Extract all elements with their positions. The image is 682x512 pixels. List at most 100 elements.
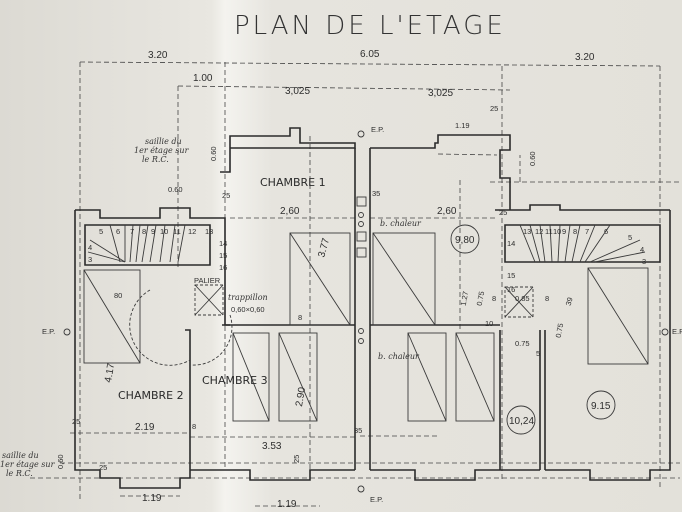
stair-numbers-left: 5 6 7 8 9 10 11 12 13 14 4 3 15 16 xyxy=(88,227,227,272)
dimension-label: 3,025 xyxy=(428,88,453,99)
dimension-lines xyxy=(30,61,682,507)
room-label-chambre-2: CHAMBRE 2 xyxy=(118,389,184,402)
stair-number: 11 xyxy=(545,227,553,236)
dimension-label: 1.19 xyxy=(142,493,162,504)
dimension-label: 5 xyxy=(536,349,540,358)
b-chaleur-label: b. chaleur xyxy=(380,219,422,228)
stair-number: 7 xyxy=(130,227,134,236)
ep-label: E.P. xyxy=(42,327,55,336)
saillie-note: saillie du xyxy=(145,137,182,146)
stair-number: 4 xyxy=(640,245,644,254)
stair-number: 11 xyxy=(173,227,181,236)
dimension-label: 8 xyxy=(298,313,302,322)
stair-number: 5 xyxy=(628,233,632,242)
stair-number: 16 xyxy=(219,263,227,272)
beds xyxy=(83,232,649,422)
stair-number: 5 xyxy=(99,227,103,236)
dimension-label: 8 xyxy=(192,422,196,431)
stair-treads xyxy=(87,224,646,263)
dimension-label: 0.75 xyxy=(554,323,565,339)
stair-number: 7 xyxy=(585,227,589,236)
saillie-note: le R.C. xyxy=(6,469,33,478)
stair-number: 13 xyxy=(205,227,213,236)
area-label: 9.15 xyxy=(591,401,611,412)
dimension-label: 0.75 xyxy=(515,339,530,348)
stair-numbers-right: 14 13 12 11 10 9 8 7 6 5 4 3 15 16 xyxy=(507,227,646,294)
saillie-note: 1er étage sur xyxy=(134,146,190,155)
stair-number: 14 xyxy=(507,239,515,248)
stair-number: 6 xyxy=(116,227,120,236)
stair-number: 3 xyxy=(88,255,92,264)
dimension-label: 3.20 xyxy=(148,50,168,61)
dimension-label: 2.19 xyxy=(135,422,155,433)
b-chaleur-label: b. chaleur xyxy=(378,352,420,361)
ep-label: E.P. xyxy=(371,125,384,134)
dimension-label: 2.90 xyxy=(294,386,308,408)
dimension-label: 39 xyxy=(564,296,575,306)
stair-number: 10 xyxy=(553,227,561,236)
saillie-note: saillie du xyxy=(2,451,39,460)
room-label-chambre-3: CHAMBRE 3 xyxy=(202,374,268,387)
dimension-label: 6.05 xyxy=(360,49,380,60)
dimension-label: 8 xyxy=(492,294,496,303)
trappillon-label: trappillon xyxy=(228,293,268,302)
stair-number: 12 xyxy=(535,227,543,236)
area-label: 9,80 xyxy=(455,235,475,246)
dimension-label: 1.19 xyxy=(455,121,470,130)
dimension-label: 1.27 xyxy=(459,291,470,307)
dimension-label: 8 xyxy=(545,294,549,303)
dimension-label: 80 xyxy=(114,291,122,300)
stair-number: 16 xyxy=(507,285,515,294)
dimension-label: 35 xyxy=(354,426,362,435)
plan-title: PLAN DE L'ETAGE xyxy=(234,11,506,41)
dimension-label: 10 xyxy=(485,319,493,328)
ep-label: E.P. xyxy=(672,327,682,336)
stair-number: 12 xyxy=(188,227,196,236)
dimension-label: 25 xyxy=(490,104,498,113)
dimension-label: 0.60 xyxy=(528,151,537,166)
area-label: 10,24 xyxy=(509,416,534,427)
dimension-label: 3.20 xyxy=(575,52,595,63)
stair-number: 8 xyxy=(573,227,577,236)
dimension-labels: 3.20 6.05 3.20 1.00 3,025 3,025 25 1.19 … xyxy=(56,49,595,510)
dimension-label: 25 xyxy=(292,455,301,463)
dimension-label: 35 xyxy=(372,189,380,198)
room-label-palier: PALIER xyxy=(194,276,221,285)
dimension-label: 25 xyxy=(499,208,507,217)
stair-number: 6 xyxy=(604,227,608,236)
stair-number: 13 xyxy=(523,227,531,236)
dimension-label: 0.85 xyxy=(515,294,530,303)
stair-number: 9 xyxy=(151,227,155,236)
stair-number: 15 xyxy=(219,251,227,260)
dimension-label: 0.60 xyxy=(209,146,218,161)
dimension-label: 2,60 xyxy=(280,206,300,217)
dimension-label: 3.53 xyxy=(262,441,282,452)
dimension-label: 3,025 xyxy=(285,86,310,97)
stair-number: 3 xyxy=(642,257,646,266)
dimension-label: 1.00 xyxy=(193,73,213,84)
dimension-label: 2,60 xyxy=(437,206,457,217)
stair-number: 10 xyxy=(160,227,168,236)
dimension-label: 0,60 xyxy=(56,454,65,469)
stair-number: 15 xyxy=(507,271,515,280)
stair-number: 14 xyxy=(219,239,227,248)
dimension-label: 0.75 xyxy=(475,291,486,307)
dimension-label: 0.60 xyxy=(168,185,183,194)
ep-label: E.P. xyxy=(370,495,383,504)
stair-number: 8 xyxy=(142,227,146,236)
saillie-note: 1er étage sur xyxy=(0,460,56,469)
dimension-label: 25 xyxy=(72,417,80,426)
saillie-note: le R.C. xyxy=(142,155,169,164)
walls xyxy=(74,127,671,489)
stair-number: 4 xyxy=(88,243,92,252)
dimension-label: 4.17 xyxy=(103,362,117,384)
dimension-label: 1.19 xyxy=(277,499,297,510)
trapdoors-and-flues xyxy=(63,130,669,493)
stair-number: 9 xyxy=(562,227,566,236)
trappillon-size: 0,60×0,60 xyxy=(231,305,265,314)
dimension-label: 3.77 xyxy=(316,237,332,259)
dimension-label: 25 xyxy=(222,191,230,200)
dimension-label: 25 xyxy=(99,463,107,472)
